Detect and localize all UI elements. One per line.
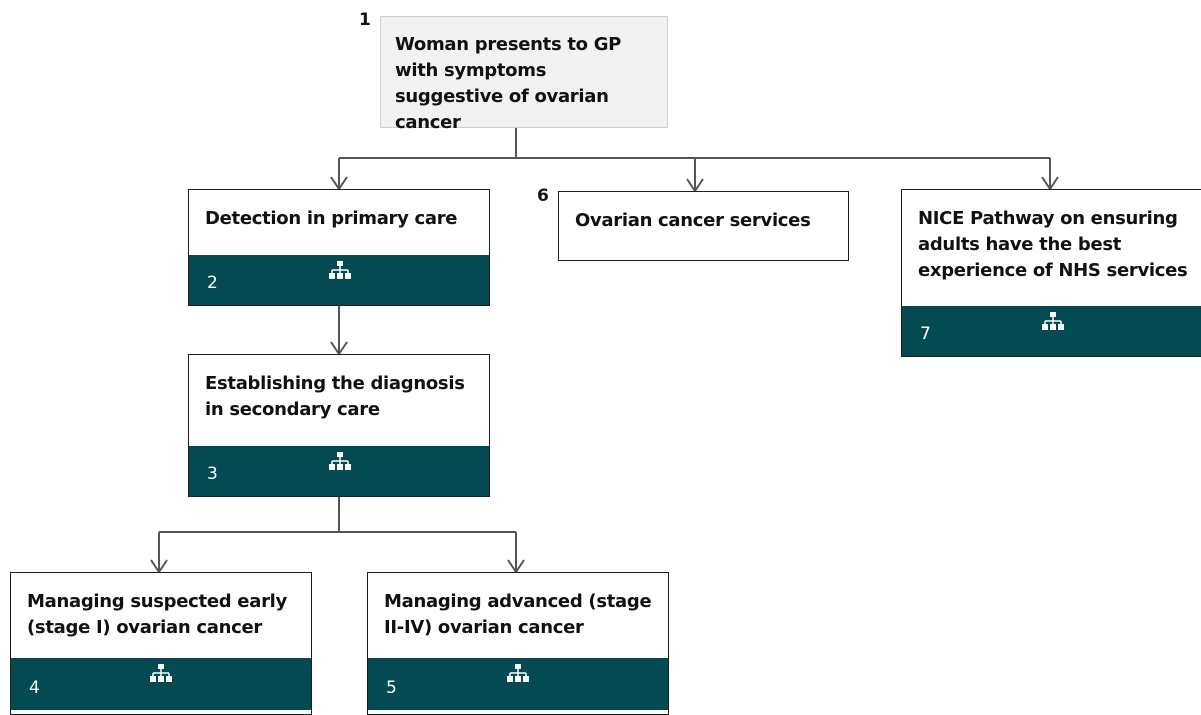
node-5-footer: 5 [368, 658, 668, 710]
node-ovarian-cancer-services[interactable]: Ovarian cancer services [558, 191, 849, 261]
node-establishing-diagnosis[interactable]: Establishing the diagnosis in secondary … [188, 354, 490, 497]
node-7-number: 7 [920, 324, 931, 344]
node-1-number: 1 [359, 10, 371, 30]
node-2-number: 2 [207, 273, 218, 293]
node-detection-primary-care[interactable]: Detection in primary care 2 [188, 189, 490, 306]
node-7-title: NICE Pathway on ensuring adults have the… [918, 208, 1188, 281]
node-3-title: Establishing the diagnosis in secondary … [205, 373, 465, 420]
node-6-title: Ovarian cancer services [575, 210, 811, 231]
node-5-number: 5 [386, 678, 397, 698]
node-1-title: Woman presents to GP with symptoms sugge… [395, 34, 622, 133]
node-4-number: 4 [29, 678, 40, 698]
node-4-footer: 4 [11, 658, 311, 710]
node-woman-presents[interactable]: Woman presents to GP with symptoms sugge… [380, 16, 668, 133]
node-6-number: 6 [537, 186, 549, 206]
node-5-title: Managing advanced (stage II-IV) ovarian … [384, 591, 652, 638]
node-4-title: Managing suspected early (stage I) ovari… [27, 591, 287, 638]
hierarchy-icon[interactable] [329, 261, 351, 279]
node-3-number: 3 [207, 464, 218, 484]
hierarchy-icon[interactable] [1042, 312, 1064, 330]
hierarchy-icon[interactable] [329, 452, 351, 470]
hierarchy-icon[interactable] [150, 664, 172, 682]
node-managing-advanced-stage[interactable]: Managing advanced (stage II-IV) ovarian … [367, 572, 669, 715]
node-7-footer: 7 [902, 306, 1201, 356]
node-3-footer: 3 [189, 446, 489, 496]
node-managing-early-stage[interactable]: Managing suspected early (stage I) ovari… [10, 572, 312, 715]
node-2-footer: 2 [189, 255, 489, 305]
node-2-title: Detection in primary care [205, 208, 458, 229]
node-nice-pathway-experience[interactable]: NICE Pathway on ensuring adults have the… [901, 189, 1201, 357]
hierarchy-icon[interactable] [507, 664, 529, 682]
